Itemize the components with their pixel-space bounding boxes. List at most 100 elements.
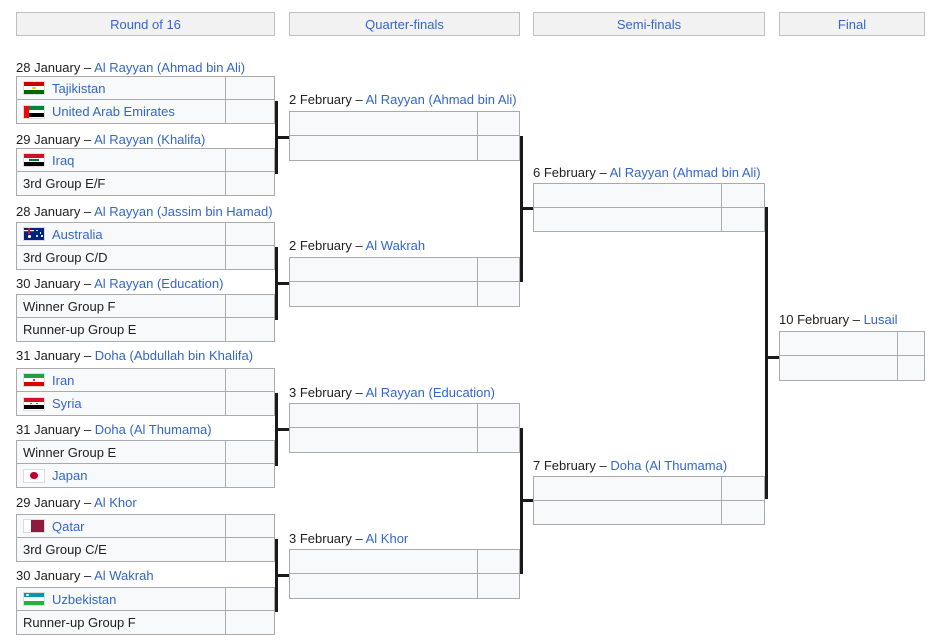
table-row	[780, 356, 924, 380]
bracket-connector	[520, 499, 534, 502]
team-name: 3rd Group E/F	[23, 176, 106, 191]
bracket-connector	[275, 574, 289, 577]
score-cell	[478, 428, 519, 452]
round-header-final[interactable]: Final	[779, 12, 925, 36]
match-date: 7 February	[533, 458, 596, 473]
round-header-semi-finals[interactable]: Semi-finals	[533, 12, 765, 36]
match-box: Winner Group E Japan	[16, 440, 275, 488]
team-cell	[780, 356, 898, 380]
match-caption: 10 February – Lusail	[779, 313, 898, 327]
team-name[interactable]: Uzbekistan	[52, 591, 117, 607]
match-caption: 29 January – Al Khor	[16, 496, 137, 510]
team-name[interactable]: United Arab Emirates	[52, 104, 175, 119]
team-name[interactable]: Tajikistan	[52, 80, 106, 96]
table-row	[534, 207, 764, 232]
match-venue[interactable]: Al Khor	[365, 531, 409, 546]
table-row: United Arab Emirates	[17, 100, 274, 123]
score-cell	[226, 441, 274, 463]
caption-dash: –	[355, 238, 366, 253]
score-cell	[478, 574, 519, 598]
match-date: 10 February	[779, 312, 850, 327]
score-cell	[478, 136, 519, 160]
caption-dash: –	[355, 531, 366, 546]
table-row	[290, 282, 519, 306]
round-header-quarter-finals[interactable]: Quarter-finals	[289, 12, 520, 36]
match-venue[interactable]: Al Rayyan (Jassim bin Hamad)	[94, 204, 273, 219]
table-row: Tajikistan	[17, 77, 274, 100]
score-cell	[898, 356, 924, 380]
match-box	[289, 257, 520, 307]
team-cell	[290, 428, 478, 452]
match-date: 3 February	[289, 385, 352, 400]
match-box	[289, 549, 520, 599]
table-row: Runner-up Group F	[17, 611, 274, 634]
team-cell: Japan	[17, 464, 226, 487]
round-header-label: Semi-finals	[616, 16, 682, 32]
team-name[interactable]: Qatar	[52, 518, 85, 534]
table-row	[290, 258, 519, 282]
match-venue[interactable]: Al Khor	[94, 495, 137, 510]
team-name[interactable]: Iran	[52, 372, 75, 388]
score-cell	[226, 100, 274, 123]
score-cell	[226, 588, 274, 610]
score-cell	[722, 184, 764, 207]
score-cell	[722, 501, 764, 525]
score-cell	[226, 246, 274, 269]
score-cell	[226, 295, 274, 317]
team-cell: 3rd Group C/D	[17, 246, 226, 269]
caption-dash: –	[83, 204, 95, 219]
score-cell	[226, 369, 274, 391]
caption-dash: –	[599, 458, 611, 473]
score-cell	[722, 208, 764, 232]
team-name[interactable]: Iraq	[52, 152, 75, 168]
round-header-round-of-16[interactable]: Round of 16	[16, 12, 275, 36]
table-row	[534, 477, 764, 501]
match-caption: 7 February – Doha (Al Thumama)	[533, 459, 727, 473]
table-row	[290, 574, 519, 598]
team-cell: 3rd Group E/F	[17, 172, 226, 195]
team-cell: United Arab Emirates	[17, 100, 226, 123]
match-date: 29 January	[16, 495, 81, 510]
match-venue[interactable]: Al Rayyan (Education)	[94, 276, 224, 291]
match-caption: 6 February – Al Rayyan (Ahmad bin Ali)	[533, 166, 761, 180]
caption-dash: –	[355, 92, 366, 107]
score-cell	[226, 392, 274, 415]
flag-iran-icon	[23, 373, 45, 387]
table-row	[290, 550, 519, 574]
match-venue[interactable]: Al Rayyan (Ahmad bin Ali)	[94, 60, 246, 75]
match-venue[interactable]: Al Rayyan (Ahmad bin Ali)	[365, 92, 517, 107]
match-venue[interactable]: Doha (Al Thumama)	[94, 422, 212, 437]
match-venue[interactable]: Al Rayyan (Education)	[365, 385, 495, 400]
score-cell	[478, 258, 519, 281]
match-date: 29 January	[16, 132, 81, 147]
team-name[interactable]: Australia	[52, 226, 103, 242]
team-cell	[534, 207, 722, 231]
match-venue[interactable]: Doha (Abdullah bin Khalifa)	[94, 348, 254, 363]
round-header-label: Round of 16	[110, 16, 181, 32]
match-venue[interactable]: Lusail	[863, 312, 898, 327]
table-row	[290, 112, 519, 136]
match-venue[interactable]: Al Rayyan (Ahmad bin Ali)	[609, 165, 761, 180]
bracket-connector	[275, 282, 289, 285]
match-venue[interactable]: Al Wakrah	[365, 238, 426, 253]
match-venue[interactable]: Al Rayyan (Khalifa)	[94, 132, 206, 147]
match-box	[533, 476, 765, 525]
team-name: Winner Group F	[23, 298, 116, 314]
team-name[interactable]: Japan	[52, 468, 88, 483]
team-name[interactable]: Syria	[52, 396, 82, 411]
caption-dash: –	[83, 568, 95, 583]
match-date: 30 January	[16, 568, 81, 583]
table-row: 3rd Group E/F	[17, 172, 274, 195]
team-cell: Qatar	[17, 515, 226, 537]
team-cell: Winner Group F	[17, 295, 226, 317]
match-venue[interactable]: Doha (Al Thumama)	[610, 458, 728, 473]
table-row	[290, 404, 519, 428]
flag-australia-icon	[23, 227, 45, 241]
table-row: Winner Group E	[17, 441, 274, 464]
table-row: Winner Group F	[17, 295, 274, 318]
match-venue[interactable]: Al Wakrah	[94, 568, 154, 583]
match-box	[533, 183, 765, 232]
round-header-label: Quarter-finals	[365, 16, 444, 32]
table-row: Japan	[17, 464, 274, 487]
